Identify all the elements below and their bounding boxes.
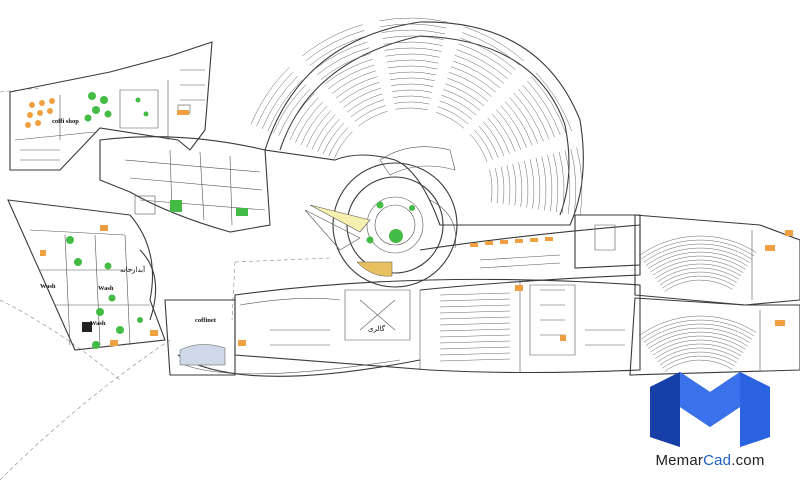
south-lecture-halls <box>419 280 625 372</box>
memarcad-logo-icon <box>650 372 770 447</box>
gallery-label: گالری <box>368 324 386 333</box>
brand-block: MemarCad.com <box>640 367 780 469</box>
north-west-wing <box>9 41 213 171</box>
pantry-label: آبدارخانه <box>120 265 146 274</box>
gallery-area <box>164 289 421 377</box>
main-auditorium <box>250 17 584 226</box>
east-auditorium-seats <box>638 235 757 372</box>
south-west-wing <box>7 199 166 351</box>
site-lines <box>0 87 331 481</box>
coffee-shop-tables <box>25 98 55 128</box>
coffee-shop-label: coffi shop <box>52 118 79 125</box>
room-b-label: Wash <box>98 285 114 292</box>
plants-nw <box>84 92 189 122</box>
corridor-tables <box>470 237 561 269</box>
south-hall-seats <box>439 292 511 362</box>
plants-sw <box>40 225 158 349</box>
brand-wordmark: MemarCad.com <box>640 452 780 469</box>
brand-name-suffix: .com <box>731 452 765 469</box>
east-auditoria <box>629 214 800 376</box>
library-wedge <box>99 136 271 233</box>
central-rotunda <box>304 162 458 288</box>
brand-name-accent: Cad <box>703 452 732 469</box>
brand-name-main: Memar <box>655 452 704 469</box>
auditorium-seats <box>250 17 583 216</box>
room-c-label: Wash <box>90 320 106 327</box>
coffinet-label: coffinet <box>195 317 217 324</box>
room-a-label: Wash <box>40 283 56 290</box>
east-corridor <box>234 214 641 374</box>
